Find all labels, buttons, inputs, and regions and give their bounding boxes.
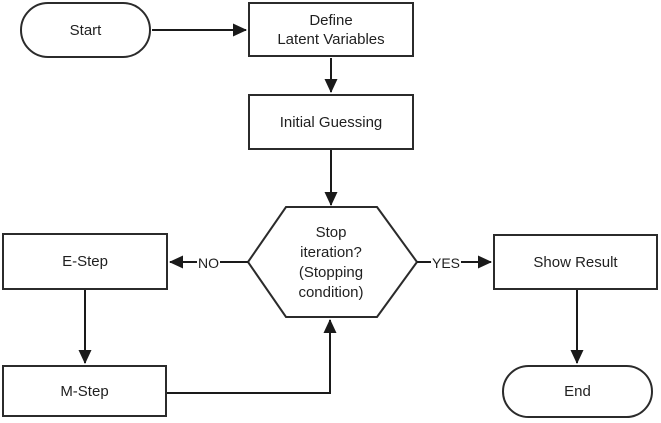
m-step-label: M-Step xyxy=(60,382,109,400)
show-result-node: Show Result xyxy=(493,234,658,290)
decision-label-line2: iteration? xyxy=(300,244,362,261)
m-step-node: M-Step xyxy=(2,365,167,417)
define-label-line1: Define xyxy=(309,11,353,29)
show-result-label: Show Result xyxy=(533,253,618,271)
decision-label-line3: (Stopping xyxy=(298,264,364,281)
initial-guessing-label: Initial Guessing xyxy=(279,113,383,131)
initial-guessing-node: Initial Guessing xyxy=(248,94,414,150)
e-step-label: E-Step xyxy=(62,253,108,270)
define-latent-variables-node: Define Latent Variables xyxy=(248,2,414,57)
start-label: Start xyxy=(69,21,102,39)
end-node: End xyxy=(502,365,653,418)
define-label-line2: Latent Variables xyxy=(277,30,385,48)
edge-label-no: NO xyxy=(197,255,220,271)
e-step-node: E-Step xyxy=(2,233,168,290)
end-label: End xyxy=(564,383,591,400)
arrow-mstep-to-decision xyxy=(167,319,337,394)
decision-label-line1: Stop xyxy=(315,224,347,241)
decision-node-label: Stop iteration? (Stopping condition) xyxy=(269,223,393,303)
edge-label-yes: YES xyxy=(431,255,462,271)
decision-label-line4: condition) xyxy=(298,284,364,301)
start-node: Start xyxy=(20,2,151,58)
